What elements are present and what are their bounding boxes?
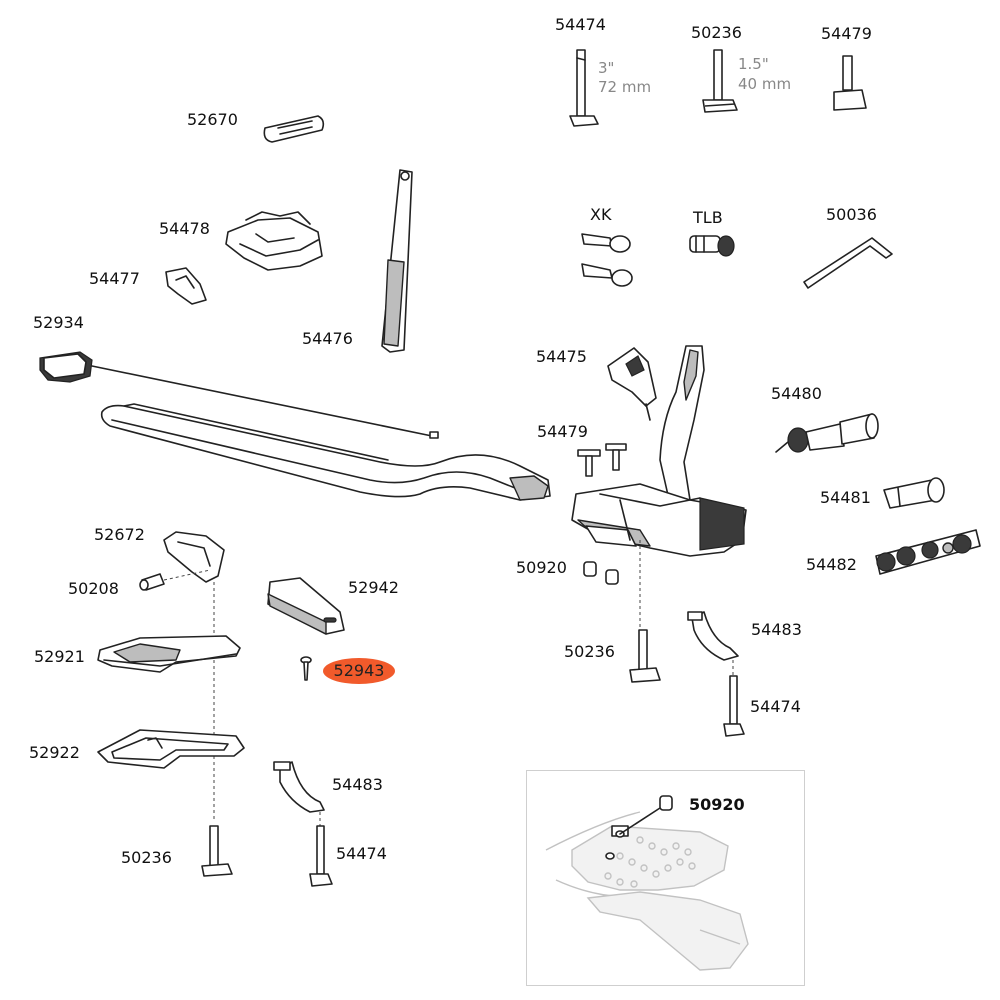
label-54479-top: 54479 bbox=[821, 24, 872, 43]
part-52670 bbox=[263, 115, 325, 143]
label-54480: 54480 bbox=[771, 384, 822, 403]
label-54474-left: 54474 bbox=[336, 844, 387, 863]
part-54483-left bbox=[273, 761, 325, 813]
bolt-50236-left bbox=[201, 825, 233, 877]
bolt-50236-right bbox=[629, 629, 661, 683]
label-54479-mid: 54479 bbox=[537, 422, 588, 441]
label-54478: 54478 bbox=[159, 219, 210, 238]
part-54476 bbox=[381, 169, 413, 353]
keys-xk bbox=[581, 233, 633, 287]
wheel-tray bbox=[100, 403, 551, 501]
lock-tlb bbox=[689, 235, 735, 257]
label-50920-mid: 50920 bbox=[516, 558, 567, 577]
plate-52922 bbox=[97, 729, 245, 769]
part-54480 bbox=[775, 413, 879, 453]
frame-main bbox=[571, 345, 747, 557]
bolt-54474-right bbox=[723, 675, 745, 737]
label-54477: 54477 bbox=[89, 269, 140, 288]
label-50236-left: 50236 bbox=[121, 848, 172, 867]
dim-long-mm: 72 mm bbox=[598, 78, 652, 96]
label-50036: 50036 bbox=[826, 205, 877, 224]
plate-52921 bbox=[97, 635, 241, 673]
dim-short-in: 1.5" bbox=[738, 55, 769, 73]
bolt-54474-top bbox=[569, 49, 599, 127]
dim-long-in: 3" bbox=[598, 59, 615, 77]
label-50236-top: 50236 bbox=[691, 23, 742, 42]
bolt-50236-top bbox=[702, 49, 738, 113]
label-54481: 54481 bbox=[820, 488, 871, 507]
label-52670: 52670 bbox=[187, 110, 238, 129]
part-50208 bbox=[139, 573, 165, 591]
part-54481 bbox=[883, 477, 945, 509]
highlight-52943: 52943 bbox=[323, 658, 395, 684]
label-54483-left: 54483 bbox=[332, 775, 383, 794]
caps-50920-mid bbox=[583, 561, 619, 585]
dim-short-mm: 40 mm bbox=[738, 75, 792, 93]
label-52942: 52942 bbox=[348, 578, 399, 597]
label-54474-top: 54474 bbox=[555, 15, 606, 34]
label-52921: 52921 bbox=[34, 647, 85, 666]
label-52672: 52672 bbox=[94, 525, 145, 544]
part-54483-right bbox=[687, 611, 739, 661]
label-54476: 54476 bbox=[302, 329, 353, 348]
inset-frame bbox=[526, 770, 805, 986]
hex-key-50036 bbox=[803, 237, 893, 289]
screw-52943 bbox=[300, 656, 312, 681]
label-54482: 54482 bbox=[806, 555, 857, 574]
label-50920-inset: 50920 bbox=[689, 795, 745, 814]
bolt-54479-top bbox=[833, 55, 867, 111]
part-54477 bbox=[165, 267, 207, 305]
label-54475: 54475 bbox=[536, 347, 587, 366]
part-54475 bbox=[607, 347, 657, 421]
label-54474-right: 54474 bbox=[750, 697, 801, 716]
part-52934 bbox=[39, 351, 439, 439]
part-52942 bbox=[267, 577, 345, 635]
bolt-54474-left bbox=[309, 825, 333, 887]
part-54482 bbox=[875, 529, 981, 575]
inset-detail bbox=[545, 795, 749, 971]
label-50236-right: 50236 bbox=[564, 642, 615, 661]
label-52922: 52922 bbox=[29, 743, 80, 762]
label-52934: 52934 bbox=[33, 313, 84, 332]
part-54478 bbox=[225, 211, 323, 271]
bolts-54479-mid bbox=[577, 443, 627, 477]
label-xk: XK bbox=[590, 205, 612, 224]
label-tlb: TLB bbox=[693, 208, 723, 227]
label-54483-right: 54483 bbox=[751, 620, 802, 639]
part-52672 bbox=[163, 531, 225, 583]
label-50208: 50208 bbox=[68, 579, 119, 598]
